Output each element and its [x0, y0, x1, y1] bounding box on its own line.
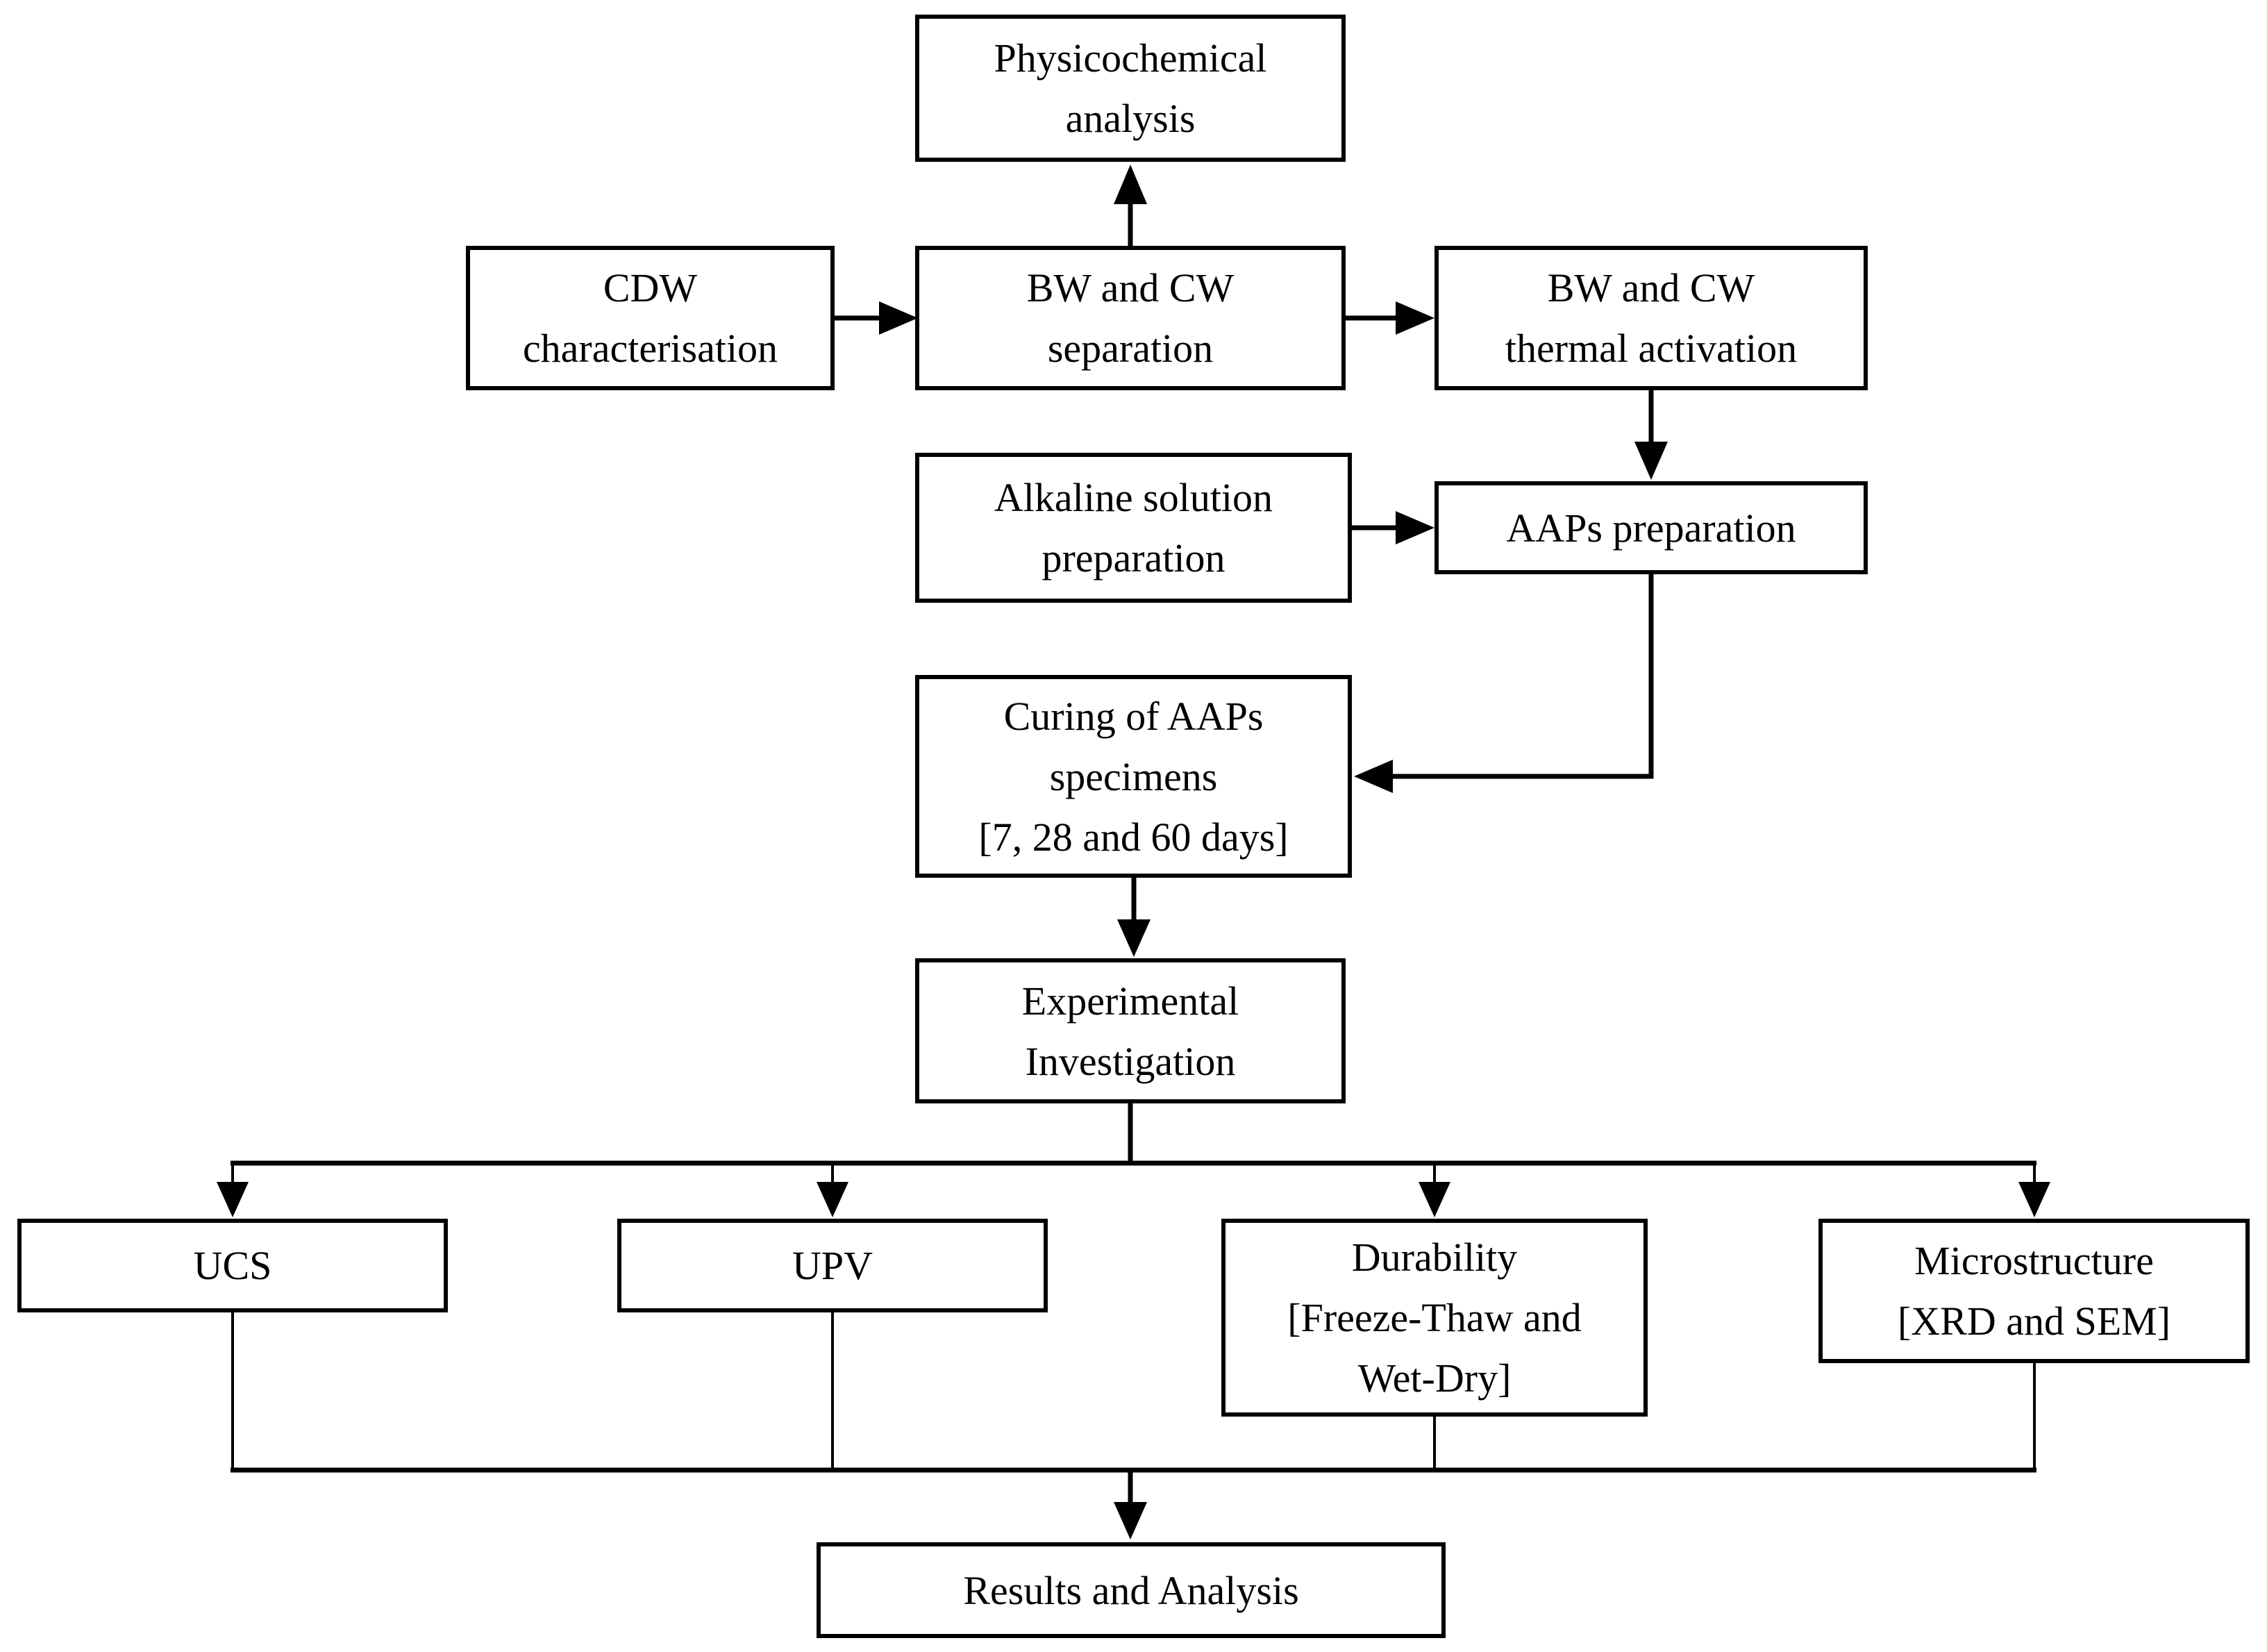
node-alkaline-solution-preparation: Alkaline solution preparation	[915, 453, 1352, 603]
node-aaps-preparation-label: AAPs preparation	[1506, 505, 1796, 551]
edge-thermal-to-aaps	[1634, 390, 1668, 480]
node-microstructure: Microstructure [XRD and SEM]	[1818, 1219, 2250, 1363]
node-physicochemical-analysis: Physicochemical analysis	[915, 15, 1346, 162]
node-ucs: UCS	[17, 1219, 448, 1312]
node-bw-cw-separation: BW and CW separation	[915, 246, 1346, 390]
edge-separation-to-physicochemical	[1114, 165, 1147, 249]
node-curing-of-aaps-specimens-label: Curing of AAPs specimens [7, 28 and 60 d…	[978, 693, 1289, 860]
node-durability: Durability [Freeze-Thaw and Wet-Dry]	[1221, 1219, 1648, 1417]
node-results-and-analysis: Results and Analysis	[817, 1542, 1446, 1638]
node-bw-cw-thermal-activation-label: BW and CW thermal activation	[1505, 265, 1798, 371]
node-ucs-label: UCS	[193, 1243, 272, 1288]
node-experimental-investigation-label: Experimental Investigation	[1021, 978, 1239, 1084]
edge-tests-collect-to-results	[231, 1310, 2036, 1540]
node-durability-label: Durability [Freeze-Thaw and Wet-Dry]	[1287, 1235, 1582, 1401]
edge-aaps-to-curing	[1354, 574, 1654, 793]
edge-experimental-branch	[217, 1103, 2050, 1217]
node-alkaline-solution-preparation-label: Alkaline solution preparation	[994, 475, 1273, 581]
node-cdw-characterisation: CDW characterisation	[466, 246, 835, 390]
node-upv: UPV	[617, 1219, 1048, 1312]
node-curing-of-aaps-specimens: Curing of AAPs specimens [7, 28 and 60 d…	[915, 675, 1352, 878]
edge-alkaline-to-aaps	[1352, 511, 1434, 544]
edge-curing-to-experimental	[1117, 878, 1151, 957]
edge-cdw-to-separation	[835, 301, 918, 335]
node-microstructure-label: Microstructure [XRD and SEM]	[1897, 1238, 2171, 1344]
edge-separation-to-thermal	[1346, 301, 1434, 335]
node-bw-cw-separation-label: BW and CW separation	[1026, 265, 1235, 371]
node-results-and-analysis-label: Results and Analysis	[963, 1567, 1299, 1613]
node-experimental-investigation: Experimental Investigation	[915, 958, 1346, 1103]
node-upv-label: UPV	[792, 1243, 873, 1288]
node-physicochemical-analysis-label: Physicochemical analysis	[994, 35, 1267, 141]
node-aaps-preparation: AAPs preparation	[1434, 481, 1868, 574]
node-cdw-characterisation-label: CDW characterisation	[522, 265, 778, 371]
node-bw-cw-thermal-activation: BW and CW thermal activation	[1434, 246, 1868, 390]
